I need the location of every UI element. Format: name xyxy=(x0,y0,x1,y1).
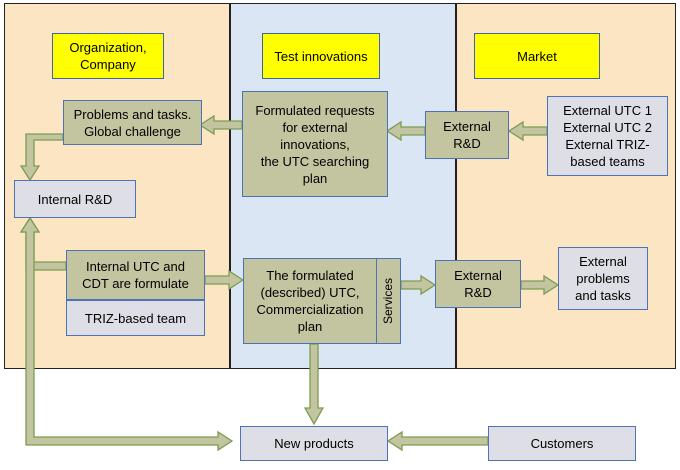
test-innovations-header: Test innovations xyxy=(262,33,380,79)
arrow-requests-to-problems xyxy=(198,114,243,136)
external-utc-box: External UTC 1 External UTC 2 External T… xyxy=(547,96,668,176)
problems-tasks-box: Problems and tasks. Global challenge xyxy=(63,100,202,145)
services-box: Services xyxy=(376,258,401,344)
arrow-external-utc-to-rd xyxy=(507,120,548,142)
arrow-formulated-to-new-products xyxy=(303,343,325,426)
formulated-requests-box: Formulated requests for external innovat… xyxy=(242,91,388,197)
formulated-utc-box: The formulated (described) UTC, Commerci… xyxy=(243,258,377,344)
external-rd-bottom-box: External R&D xyxy=(435,260,521,308)
arrow-services-to-external-rd xyxy=(400,274,437,296)
arrow-internal-utc-to-formulated xyxy=(204,269,245,291)
arrow-external-rd-to-requests xyxy=(385,120,426,142)
arrow-external-rd-to-problems xyxy=(520,274,560,296)
new-products-box: New products xyxy=(240,426,388,461)
external-problems-box: External problems and tasks xyxy=(558,247,648,310)
organization-header: Organization, Company xyxy=(52,33,164,79)
arrow-customers-to-new-products xyxy=(386,430,489,452)
external-rd-top-box: External R&D xyxy=(425,111,509,159)
market-header: Market xyxy=(474,33,600,79)
internal-rd-box: Internal R&D xyxy=(14,180,136,218)
internal-utc-box: Internal UTC and CDT are formulate xyxy=(66,250,205,300)
arrow-problems-to-internal-rd xyxy=(19,133,64,182)
customers-box: Customers xyxy=(488,426,636,461)
arrow-internal-rd-to-new-products xyxy=(19,216,234,452)
triz-based-team-box: TRIZ-based team xyxy=(66,300,205,336)
